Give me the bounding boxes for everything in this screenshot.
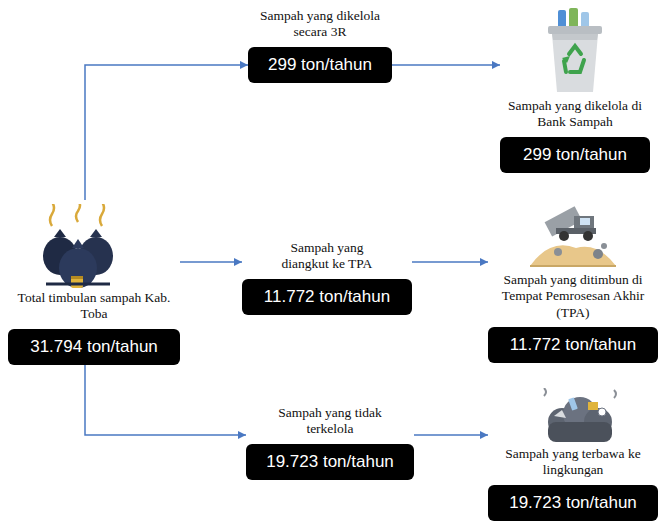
flow-node: Sampah yang dikelola secara 3R 299 ton/ta… — [248, 8, 392, 83]
flow-arrow — [85, 365, 246, 435]
node-heading: Sampah yang terbawa ke lingkungan — [488, 446, 658, 479]
flow-node: Sampah yang tidak terkelola 19.723 ton/ta… — [246, 405, 414, 480]
garbage-pile-icon — [540, 388, 620, 446]
node-heading: Total timbulan sampah Kab. Toba — [8, 290, 180, 323]
flow-arrow — [180, 261, 242, 263]
node-heading: Sampah yang dikelola secara 3R — [255, 8, 385, 41]
node-heading: Sampah yang dikelola di Bank Sampah — [500, 98, 650, 131]
node-heading: Sampah yang tidak terkelola — [265, 405, 395, 438]
dump-truck-icon — [528, 198, 618, 270]
trash-bags-icon — [38, 204, 118, 290]
flow-node: Total timbulan sampah Kab. Toba 31.794 to… — [8, 200, 180, 365]
flow-arrow — [412, 261, 488, 263]
flow-node: Sampah yang terbawa ke lingkungan 19.723 … — [488, 392, 658, 521]
amount-box: 31.794 ton/tahun — [8, 329, 180, 365]
flow-node: Sampah yang dikelola di Bank Sampah 299 t… — [500, 6, 650, 173]
node-heading: Sampah yang ditimbun di Tempat Pemrosesa… — [488, 272, 658, 321]
recycle-bin-icon — [540, 6, 610, 96]
flow-node: Sampah yang diangkut ke TPA 11.772 ton/ta… — [242, 240, 412, 315]
flow-arrow — [414, 434, 488, 436]
amount-box: 299 ton/tahun — [500, 137, 650, 173]
flow-node: Sampah yang ditimbun di Tempat Pemrosesa… — [488, 200, 658, 363]
amount-box: 19.723 ton/tahun — [246, 444, 414, 480]
flow-arrow — [85, 65, 248, 200]
amount-box: 19.723 ton/tahun — [488, 485, 658, 521]
flow-arrow — [392, 64, 500, 66]
node-heading: Sampah yang diangkut ke TPA — [267, 240, 387, 273]
amount-box: 11.772 ton/tahun — [242, 279, 412, 315]
amount-box: 11.772 ton/tahun — [488, 327, 658, 363]
amount-box: 299 ton/tahun — [248, 47, 392, 83]
